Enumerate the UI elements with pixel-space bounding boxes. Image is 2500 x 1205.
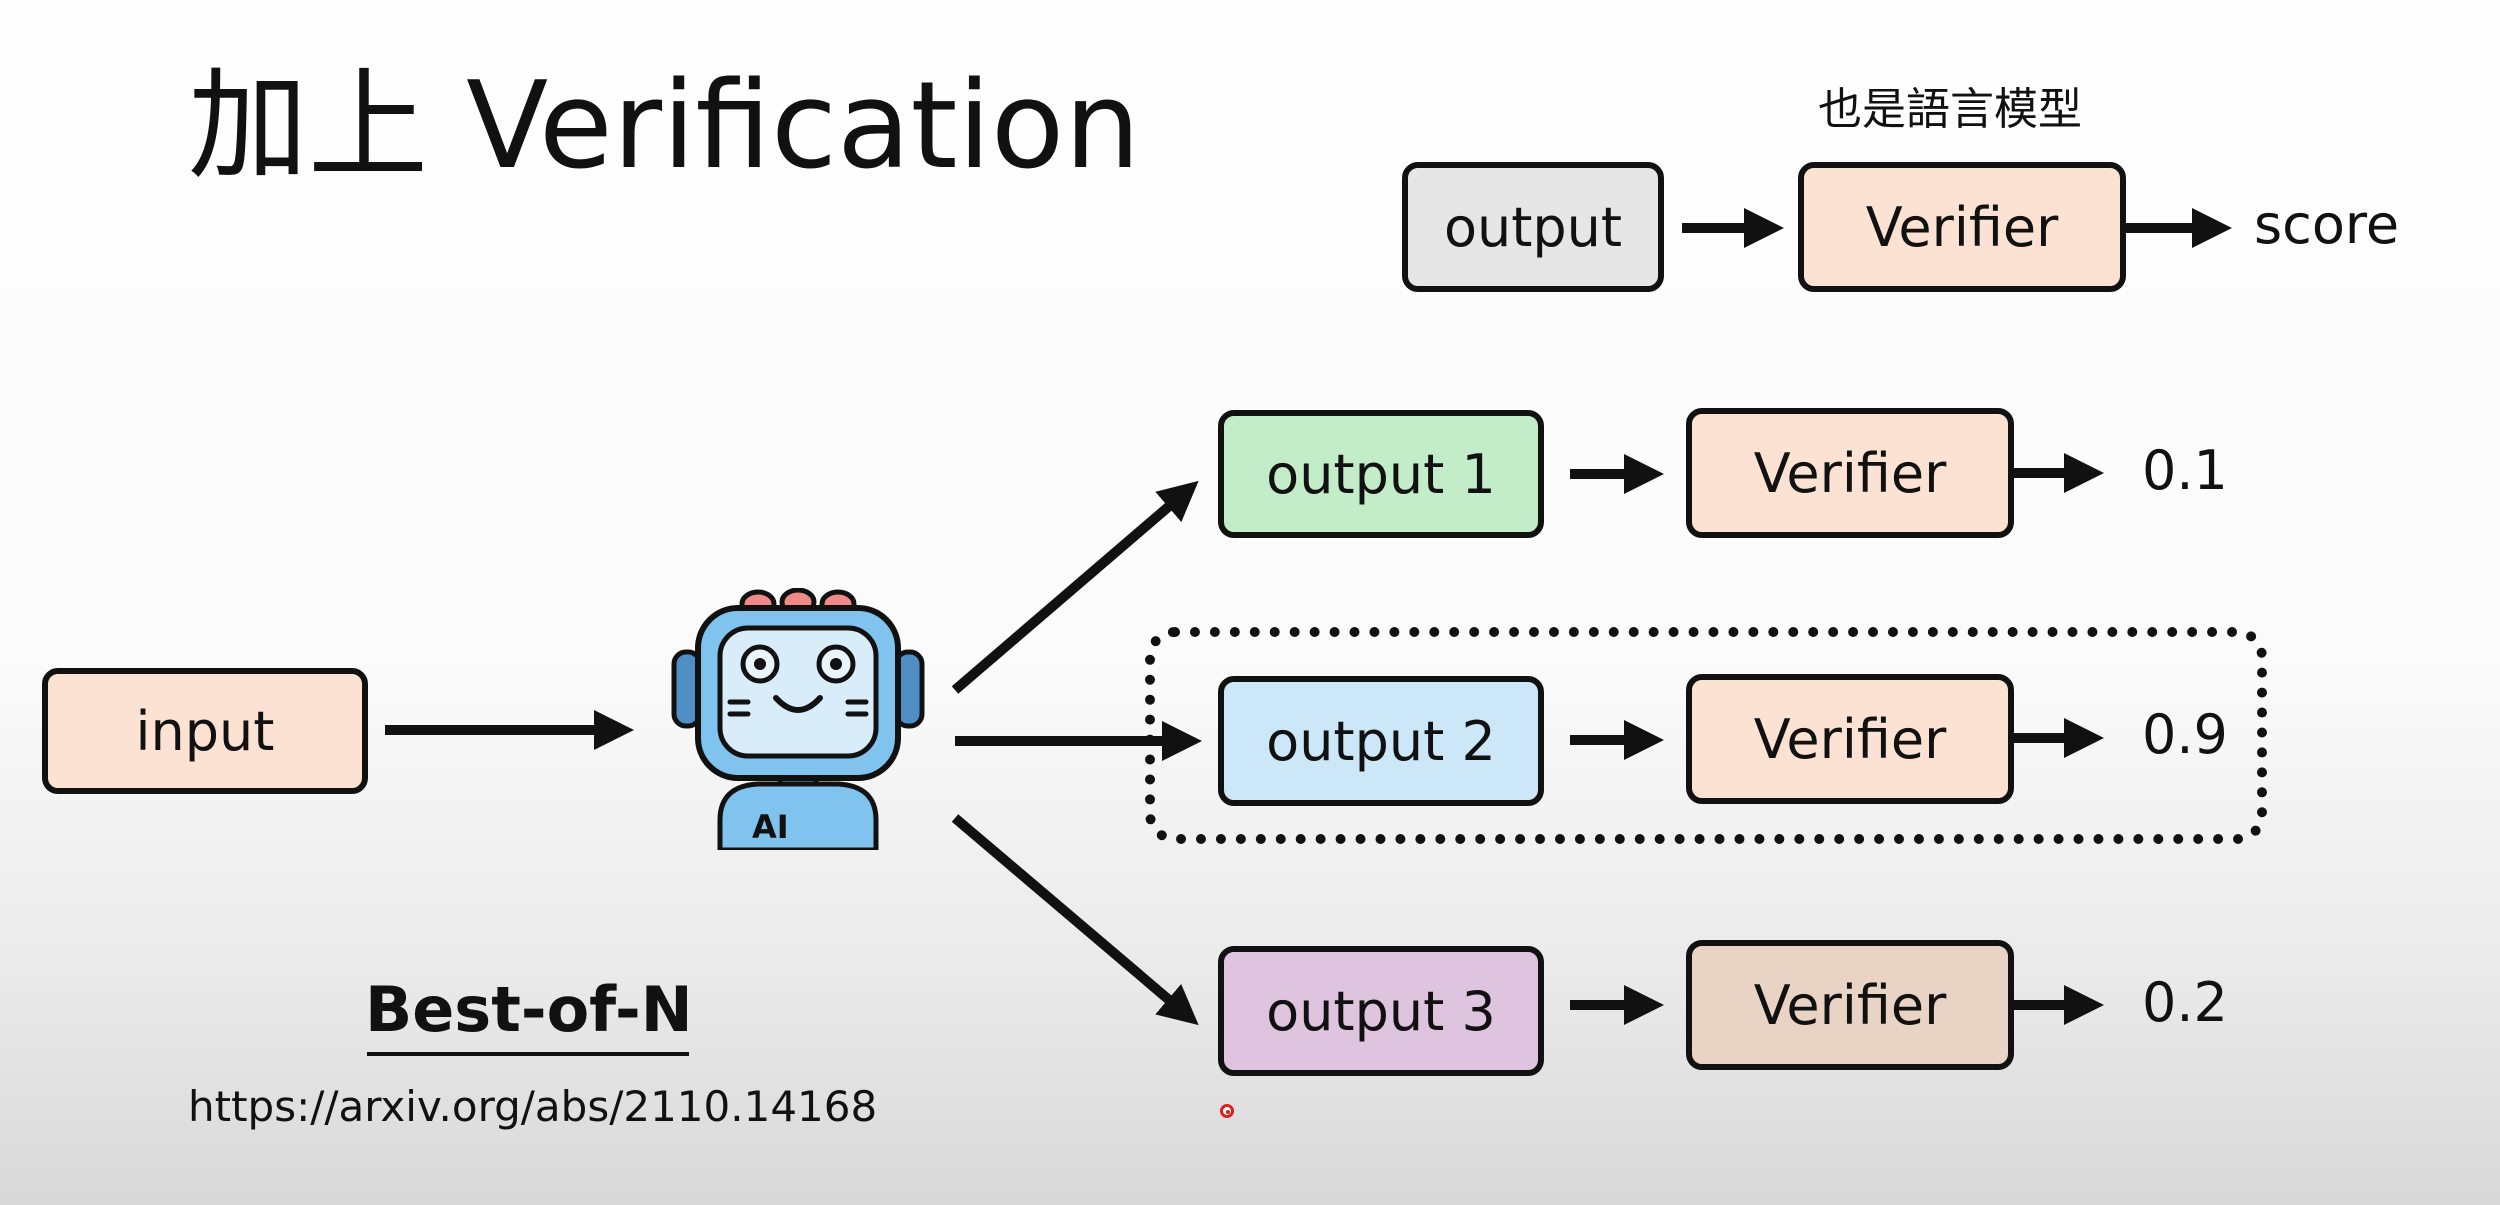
output-2-box: output 2 <box>1218 676 1544 806</box>
output-1-box: output 1 <box>1218 410 1544 538</box>
legend-verifier-box: Verifier <box>1798 162 2126 292</box>
score-3: 0.2 <box>2142 971 2228 1034</box>
score-1: 0.1 <box>2142 439 2228 502</box>
method-label-underline <box>367 1052 689 1056</box>
reference-link[interactable]: https://arxiv.org/abs/2110.14168 <box>188 1082 878 1131</box>
ai-robot-icon: AI <box>671 588 925 850</box>
verifier-1-box: Verifier <box>1686 408 2014 538</box>
robot-badge-text: AI <box>752 808 789 846</box>
legend-output-box: output <box>1402 162 1664 292</box>
verifier-2-box: Verifier <box>1686 674 2014 804</box>
method-label: Best-of-N <box>365 973 693 1046</box>
output-3-box: output 3 <box>1218 946 1544 1076</box>
slide-title: 加上 Verification <box>188 57 1141 196</box>
verifier-3-box: Verifier <box>1686 940 2014 1070</box>
input-box: input <box>42 668 368 794</box>
verifier-caption: 也是語言模型 <box>1818 84 2082 135</box>
arrow-model-to-output-3 <box>951 814 1199 1026</box>
arrow-model-to-output-1 <box>951 480 1199 694</box>
laser-pointer-dot <box>1220 1104 1234 1118</box>
legend-score-label: score <box>2254 193 2400 256</box>
score-2: 0.9 <box>2142 703 2228 766</box>
best-candidate-highlight <box>1145 627 2267 844</box>
